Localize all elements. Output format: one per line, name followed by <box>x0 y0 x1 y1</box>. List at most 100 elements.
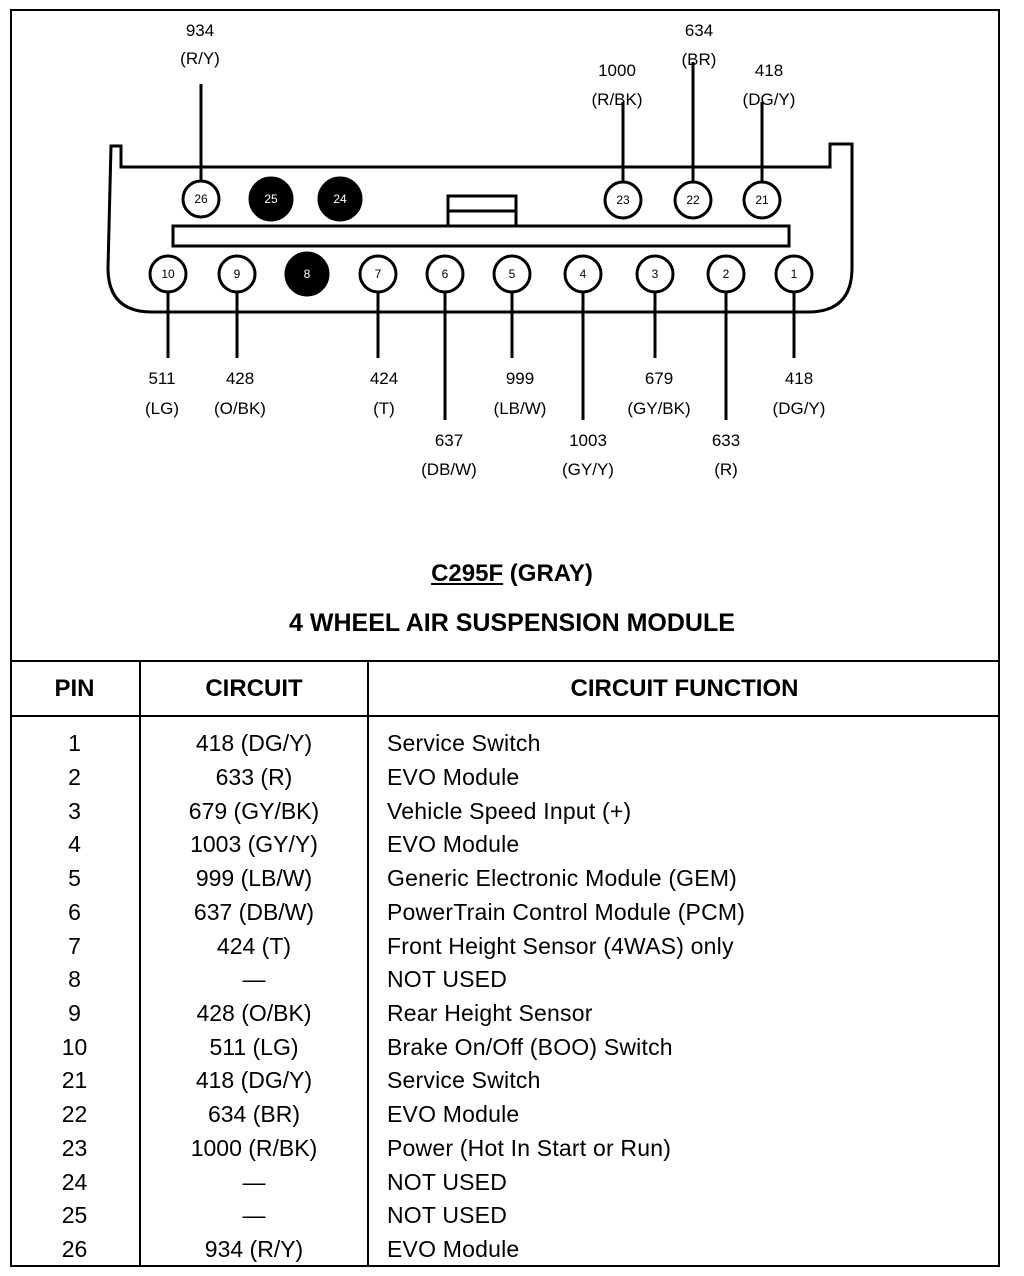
cell-circuit: 418 (DG/Y) <box>139 1064 368 1099</box>
cell-circuit: 418 (DG/Y) <box>139 716 368 761</box>
cell-function: Service Switch <box>367 1064 1000 1099</box>
wire-color-label: (GY/BK) <box>627 399 690 418</box>
cell-pin: 6 <box>68 898 81 925</box>
wire-circuit-label: 424 <box>370 369 398 388</box>
cell-circuit: — <box>139 1165 368 1200</box>
wire-circuit-label: 511 <box>148 369 175 388</box>
cell-function: Power (Hot In Start or Run) <box>367 1131 1000 1166</box>
wire-color-label: (O/BK) <box>214 399 266 418</box>
cell-pin: 2 <box>68 763 81 790</box>
cell-pin: 21 <box>61 1067 88 1094</box>
cell-circuit: 428 (O/BK) <box>139 996 368 1031</box>
cell-function: Vehicle Speed Input (+) <box>367 794 1000 829</box>
cell-pin: 9 <box>68 1000 81 1026</box>
pin-number: 9 <box>234 267 241 281</box>
cell-circuit: 637 (DB/W) <box>139 895 368 930</box>
cell-pin: 24 <box>61 1168 88 1195</box>
table-row: 8—NOT USED <box>10 963 1000 997</box>
pin-number: 2 <box>723 267 730 281</box>
cell-pin: 7 <box>68 932 81 959</box>
table-row: 7 424 (T)Front Height Sensor (4WAS) only <box>10 929 1000 964</box>
table-row: 24 —NOT USED <box>10 1165 1000 1200</box>
pin-number: 21 <box>755 193 769 207</box>
cell-function: Generic Electronic Module (GEM) <box>367 862 1000 896</box>
cell-circuit: 633 (R) <box>139 760 368 795</box>
wire-circuit-label: 1000 <box>598 61 636 80</box>
cell-circuit: 934 (R/Y) <box>139 1233 368 1267</box>
wire-circuit-label: 1003 <box>569 431 607 450</box>
connector-title: C295F (GRAY) <box>0 560 1024 588</box>
pin-25: 25 <box>248 176 294 222</box>
cell-circuit: — <box>139 963 368 997</box>
cell-function: EVO Module <box>367 760 1000 795</box>
pin-5: 5 999 (LB/W) <box>492 254 547 418</box>
cell-pin: 26 <box>61 1236 88 1263</box>
pin-table: PIN CIRCUIT CIRCUIT FUNCTION 1 418 (DG/Y)… <box>10 660 1000 1267</box>
header-circuit-function: CIRCUIT FUNCTION <box>367 660 1000 717</box>
cell-circuit: 424 (T) <box>139 929 368 964</box>
pin-number: 8 <box>304 267 311 281</box>
header-pin: PIN <box>10 660 140 717</box>
cell-function: Brake On/Off (BOO) Switch <box>367 1030 1000 1065</box>
cell-function: NOT USED <box>367 1165 1000 1200</box>
wire-color-label: (DB/W) <box>421 460 477 479</box>
pin-number: 24 <box>333 192 347 206</box>
wire-color-label: (R/Y) <box>180 49 220 68</box>
cell-function: EVO Module <box>367 828 1000 862</box>
pin-number: 5 <box>509 267 516 281</box>
connector-id: C295F <box>431 560 504 587</box>
module-name: 4 WHEEL AIR SUSPENSION MODULE <box>289 609 735 637</box>
pin-8: 8 <box>284 251 330 297</box>
pin-number: 10 <box>161 267 175 281</box>
cell-pin: 3 <box>68 797 81 824</box>
wire-circuit-label: 934 <box>186 21 214 40</box>
wire-color-label: (GY/Y) <box>562 460 614 479</box>
pin-26: 26 934 (R/Y) <box>180 21 221 219</box>
wire-circuit-label: 634 <box>685 21 713 40</box>
wire-color-label: (DG/Y) <box>773 399 826 418</box>
cell-pin: 23 <box>61 1134 88 1161</box>
cell-circuit: — <box>139 1199 368 1234</box>
table-row: 21 418 (DG/Y)Service Switch <box>10 1064 1000 1099</box>
pin-24: 24 <box>317 176 363 222</box>
table-header-row: PIN CIRCUIT CIRCUIT FUNCTION <box>10 660 1000 717</box>
cell-function: EVO Module <box>367 1098 1000 1132</box>
pin-number: 6 <box>442 267 449 281</box>
cell-pin: 1 <box>68 730 81 757</box>
wire-circuit-label: 999 <box>506 369 534 388</box>
pin-circle-unused <box>284 251 330 297</box>
connector-divider <box>171 224 791 248</box>
pin-number: 7 <box>375 267 382 281</box>
cell-circuit: 634 (BR) <box>139 1098 368 1132</box>
cell-circuit: 1003 (GY/Y) <box>139 828 368 862</box>
wire-color-label: (LB/W) <box>494 399 547 418</box>
cell-pin: 8 <box>68 966 81 993</box>
connector-body <box>106 142 854 314</box>
wire-circuit-label: 418 <box>755 61 783 80</box>
cell-pin: 5 <box>68 865 81 892</box>
cell-function: PowerTrain Control Module (PCM) <box>367 895 1000 930</box>
cell-function: Front Height Sensor (4WAS) only <box>367 929 1000 964</box>
cell-function: NOT USED <box>367 1199 1000 1234</box>
wire-circuit-label: 418 <box>785 369 813 388</box>
pin-number: 26 <box>194 192 208 206</box>
pin-number: 3 <box>652 267 659 281</box>
